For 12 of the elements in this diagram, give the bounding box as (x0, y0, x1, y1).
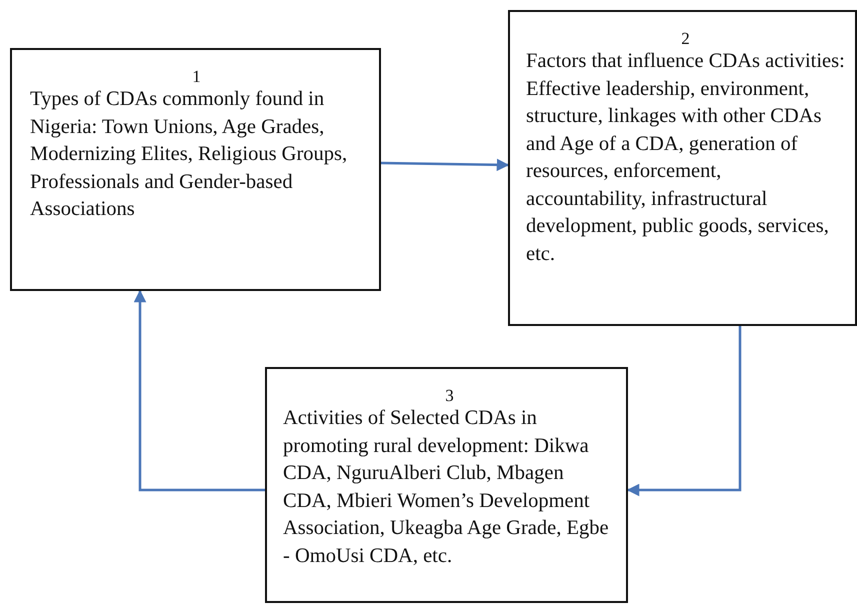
box-text: Types of CDAs commonly found in Nigeria: Town Unions, Age Grades, Modernizing Elites, Religious Groups, Professionals and Gender-based Associations (30, 87, 348, 222)
text-box (508, 10, 857, 326)
text-box (10, 48, 381, 291)
arrow (134, 290, 265, 492)
box-text: Activities of Selected CDAs in promoting rural development: Dikwa CDA, NguruAlberi Club, Mbagen CDA, Mbieri Women’s Development Association, Ukeagba Age Grade, Egbe - OmoUsi CDA, etc. (283, 406, 610, 568)
box-number: 1 (191, 68, 202, 86)
text-box (265, 367, 628, 603)
box-text: Factors that influence CDAs activities: Effective leadership, environment, structure, linkages with other CDAs and Age of a CDA, generation of resources, enforcement, accountability, infrastructural development, public goods, services, etc. (526, 49, 845, 266)
box-number: 2 (680, 30, 691, 48)
box-number: 3 (444, 387, 455, 405)
arrow (626, 326, 742, 496)
arrow (380, 158, 510, 172)
